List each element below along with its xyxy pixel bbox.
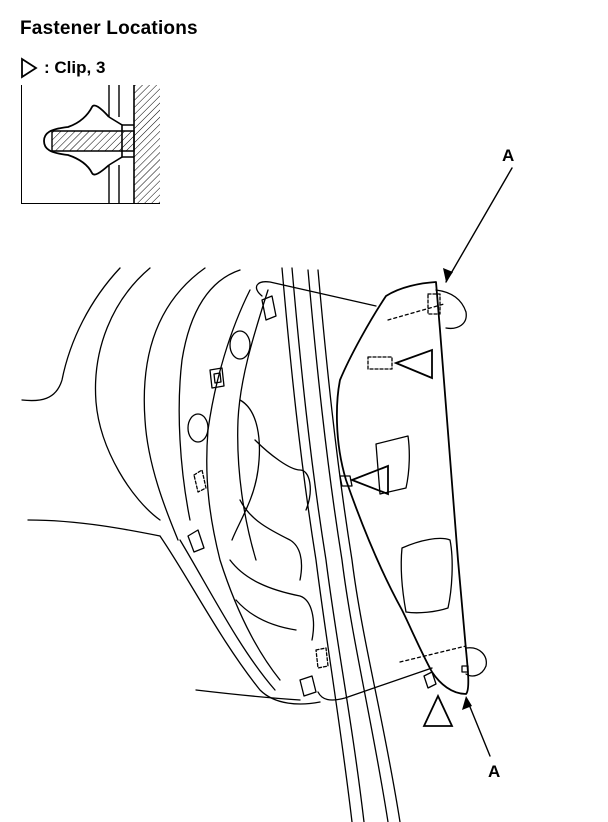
clip-marker-3 bbox=[422, 693, 454, 727]
page-title: Fastener Locations bbox=[20, 18, 198, 39]
legend-text: : Clip, 3 bbox=[44, 58, 106, 77]
legend-clip: : Clip, 3 bbox=[20, 56, 105, 80]
label-a-top: A bbox=[502, 146, 515, 165]
triangle-outline-icon bbox=[21, 57, 38, 79]
label-a-bottom: A bbox=[488, 762, 501, 781]
clip-detail-inset bbox=[21, 85, 160, 204]
clip-marker-2 bbox=[349, 464, 389, 496]
clip-cross-section-illustration bbox=[43, 85, 160, 204]
clip-marker-1 bbox=[393, 348, 433, 380]
